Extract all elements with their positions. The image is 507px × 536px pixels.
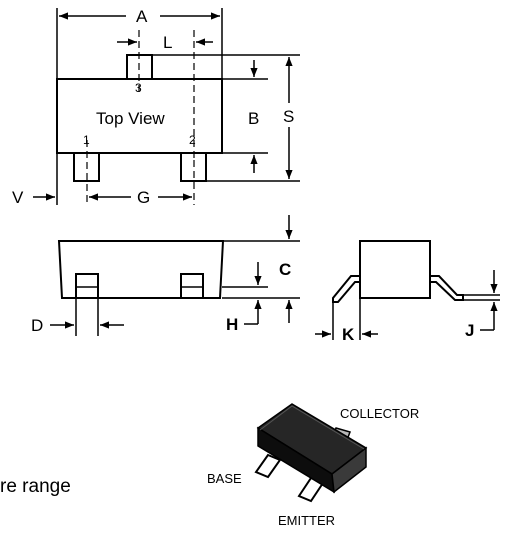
pin-1-label: 1 bbox=[83, 133, 90, 147]
dim-B-label: B bbox=[248, 109, 259, 128]
package-3d: COLLECTOR BASE EMITTER bbox=[207, 403, 419, 528]
pin-3-label: 3 bbox=[135, 81, 142, 95]
side-view-text: C H D bbox=[31, 260, 291, 335]
dim-G-label: G bbox=[137, 188, 150, 207]
package-body-side bbox=[331, 446, 367, 494]
top-view-extension-lines bbox=[56, 8, 300, 205]
dim-K-label: K bbox=[342, 325, 355, 344]
side-view-lead-right bbox=[180, 273, 204, 299]
top-view-title: Top View bbox=[96, 109, 165, 128]
dim-J-label: J bbox=[465, 321, 474, 340]
cut-off-text: re range bbox=[0, 476, 71, 497]
dim-H-label: H bbox=[226, 315, 238, 334]
top-view-centerlines bbox=[86, 30, 195, 205]
collector-label: COLLECTOR bbox=[340, 406, 419, 421]
end-view-lead-right bbox=[429, 275, 464, 301]
emitter-label: EMITTER bbox=[278, 513, 335, 528]
end-view-body bbox=[359, 240, 431, 299]
side-view bbox=[57, 240, 225, 299]
base-label: BASE bbox=[207, 471, 242, 486]
pin-2-label: 2 bbox=[189, 133, 196, 147]
end-view-dimensions bbox=[315, 270, 500, 340]
package-base-lead bbox=[254, 453, 282, 479]
end-view-lead-left bbox=[332, 275, 361, 303]
dim-A-label: A bbox=[136, 7, 148, 26]
end-view-text: K J bbox=[342, 321, 474, 344]
end-view bbox=[332, 240, 464, 303]
side-view-lead-left bbox=[75, 273, 99, 299]
dim-D-label: D bbox=[31, 316, 43, 335]
dim-V-label: V bbox=[12, 188, 24, 207]
top-view-text: Top View 1 2 3 A L B S V G bbox=[12, 7, 294, 207]
top-view-dimension-arrows bbox=[33, 12, 293, 201]
dim-C-label: C bbox=[279, 260, 291, 279]
dim-L-label: L bbox=[163, 33, 172, 52]
side-view-dimensions bbox=[50, 215, 300, 336]
dim-S-label: S bbox=[283, 107, 294, 126]
